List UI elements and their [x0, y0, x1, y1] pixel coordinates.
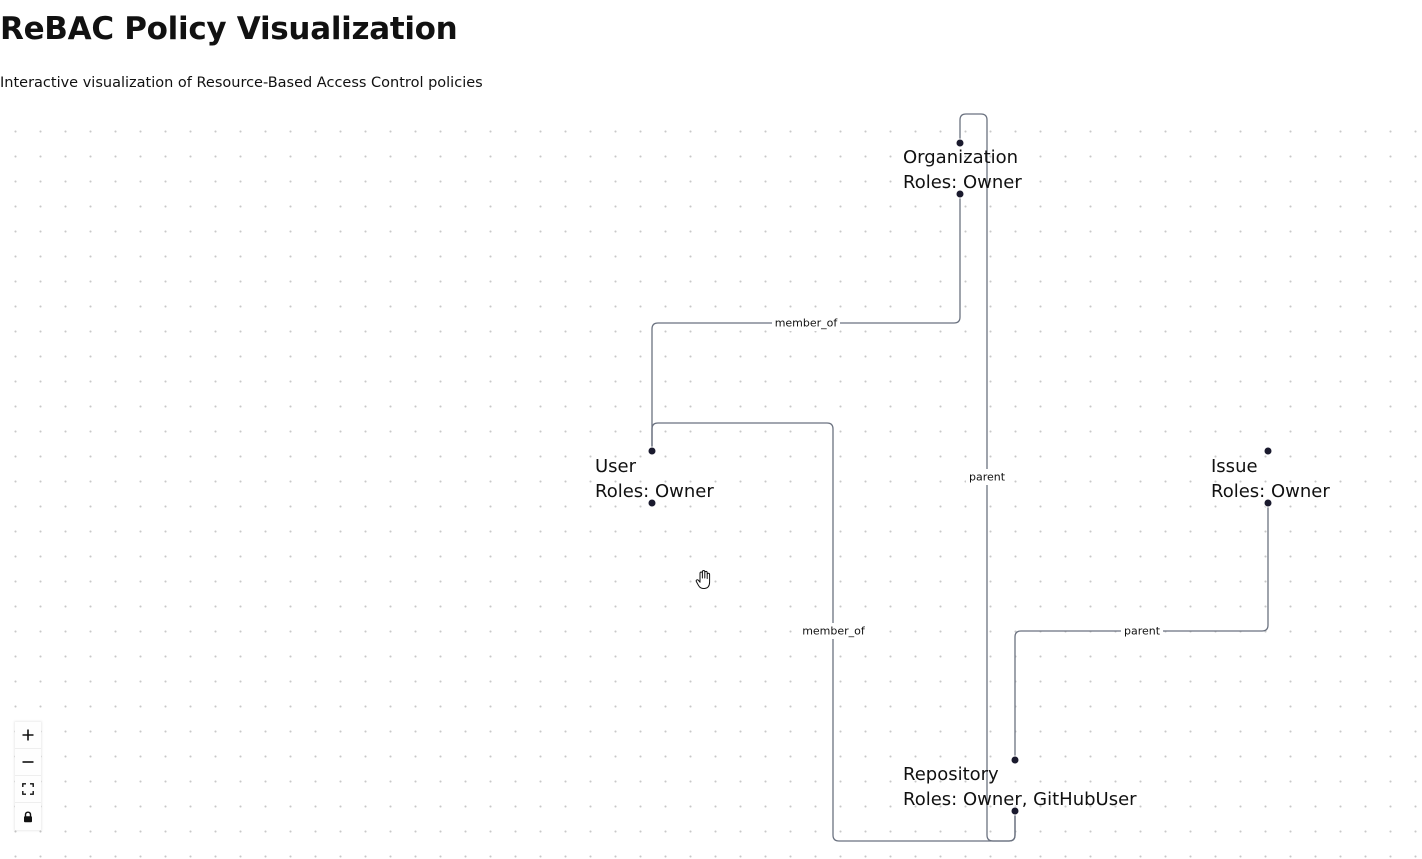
node-issue-target-handle[interactable]: [1263, 446, 1273, 456]
node-organization[interactable]: Organization Roles: Owner: [903, 145, 1022, 195]
node-title: Repository: [903, 764, 999, 785]
node-user-source-handle[interactable]: [647, 498, 657, 508]
node-issue-source-handle[interactable]: [1263, 498, 1273, 508]
page-title: ReBAC Policy Visualization: [0, 11, 458, 47]
edge-label-background: [800, 623, 867, 639]
edge-label-background: [966, 469, 1008, 485]
node-roles: Roles: Owner: [595, 481, 714, 502]
hand-cursor-icon: [695, 570, 711, 590]
node-roles: Roles: Owner: [1211, 481, 1330, 502]
node-roles: Roles: Owner: [903, 172, 1022, 193]
zoom-out-button[interactable]: [15, 749, 41, 776]
edges-layer: member_of member_of parent parent: [651, 113, 1269, 842]
node-title: User: [595, 456, 637, 477]
edge-label: parent: [1124, 625, 1161, 638]
flow-controls: [15, 722, 41, 830]
node-organization-source-handle[interactable]: [955, 189, 965, 199]
fit-view-icon: [22, 783, 34, 795]
edge-issue-repository[interactable]: parent: [1014, 503, 1269, 760]
node-user[interactable]: User Roles: Owner: [595, 454, 714, 504]
edge-user-organization[interactable]: member_of: [651, 194, 961, 451]
minus-icon: [22, 761, 34, 763]
node-issue[interactable]: Issue Roles: Owner: [1211, 454, 1330, 504]
fit-view-button[interactable]: [15, 776, 41, 803]
node-repository-target-handle[interactable]: [1010, 755, 1020, 765]
edge-label-background: [1121, 623, 1163, 639]
lock-icon: [24, 810, 32, 822]
edge-repository-organization[interactable]: parent: [959, 113, 1016, 842]
toggle-interactivity-button[interactable]: [15, 803, 41, 830]
plus-icon: [22, 729, 34, 741]
edge-label: member_of: [775, 317, 839, 330]
node-user-target-handle[interactable]: [647, 446, 657, 456]
node-roles: Roles: Owner, GitHubUser: [903, 789, 1137, 810]
node-organization-target-handle[interactable]: [955, 138, 965, 148]
node-repository[interactable]: Repository Roles: Owner, GitHubUser: [903, 762, 1137, 812]
edge-label: member_of: [802, 625, 866, 638]
node-repository-source-handle[interactable]: [1010, 806, 1020, 816]
zoom-in-button[interactable]: [15, 722, 41, 749]
flow-canvas[interactable]: member_of member_of parent parent Organi…: [0, 112, 1422, 859]
node-title: Issue: [1211, 456, 1258, 477]
edge-label: parent: [969, 471, 1006, 484]
page-subtitle: Interactive visualization of Resource-Ba…: [0, 75, 483, 91]
node-title: Organization: [903, 147, 1019, 168]
edge-label-background: [772, 315, 840, 331]
